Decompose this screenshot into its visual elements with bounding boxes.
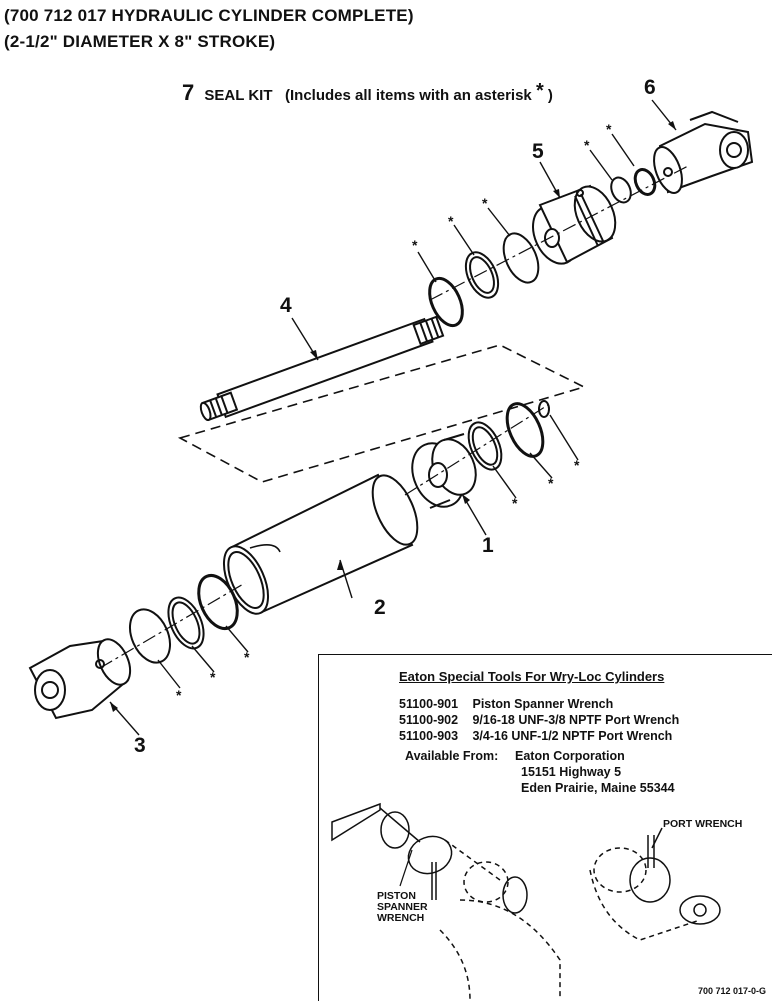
title-line-2: (2-1/2" DIAMETER X 8" STROKE)	[4, 32, 276, 51]
supplier-street: 15151 Highway 5	[521, 765, 622, 779]
seal-kit-asterisk-mark: *	[512, 495, 518, 511]
seal-kit-asterisk-mark: *	[448, 213, 454, 229]
base-clevis	[28, 638, 132, 720]
supplier-city: Eden Prairie, Maine 55344	[521, 781, 675, 795]
seal-ring	[464, 251, 500, 299]
rod-clevis	[653, 110, 754, 194]
tool-line: 51100-901 Piston Spanner Wrench	[399, 697, 613, 711]
seal-ring	[469, 256, 495, 294]
callout-3-base-clevis: 3	[134, 734, 146, 757]
seal-kit-title: SEAL KIT	[204, 87, 273, 104]
tool-line: 51100-903 3/4-16 UNF-1/2 NPTF Port Wrenc…	[399, 729, 672, 743]
seal-kit-asterisk-mark: *	[606, 121, 612, 137]
seal-ring	[197, 574, 239, 630]
callout-4-piston-rod: 4	[280, 294, 292, 317]
seal-kit-asterisk-mark: *	[210, 669, 216, 685]
special-tools-box: Eaton Special Tools For Wry-Loc Cylinder…	[318, 654, 772, 1001]
tool-part-number: 51100-902	[399, 713, 459, 727]
assembly-dash-outline	[177, 344, 587, 483]
special-tools-title: Eaton Special Tools For Wry-Loc Cylinder…	[399, 669, 665, 684]
seal-ring	[505, 402, 545, 458]
spanner-label-line: PISTON	[377, 890, 416, 902]
seal-kit-asterisk-mark: *	[176, 687, 182, 703]
seal-ring	[502, 232, 540, 284]
available-from-label: Available From:	[405, 749, 499, 763]
seal-ring	[167, 596, 205, 650]
callout-5-gland: 5	[532, 140, 544, 163]
port-wrench-label: PORT WRENCH	[663, 818, 743, 830]
seal-kit-number: 7	[182, 80, 195, 105]
seal-ring	[538, 400, 550, 418]
seal-kit-asterisk-mark: *	[412, 237, 418, 253]
port-wrench-illustration	[589, 827, 721, 941]
piston-rod	[199, 315, 445, 422]
callout-1-piston: 1	[482, 534, 494, 557]
callout-2-cylinder-tube: 2	[374, 596, 386, 619]
tool-line: 51100-902 9/16-18 UNF-3/8 NPTF Port Wren…	[399, 713, 679, 727]
seal-kit-label: 7 SEAL KIT (Includes all items with an a…	[182, 80, 553, 106]
spanner-label: PISTON SPANNER WRENCH	[377, 890, 428, 925]
seal-kit-asterisk-mark: *	[574, 457, 580, 473]
title-line-1: (700 712 017 HYDRAULIC CYLINDER COMPLETE…	[4, 6, 414, 25]
callout-6-rod-clevis: 6	[644, 76, 656, 99]
seal-ring	[428, 276, 464, 328]
seal-ring	[610, 176, 632, 204]
tool-description: Piston Spanner Wrench	[472, 697, 614, 711]
tool-part-number: 51100-903	[399, 729, 459, 743]
supplier-name: Eaton Corporation	[515, 749, 625, 763]
piston	[411, 433, 477, 509]
seal-ring	[171, 601, 201, 645]
seal-kit-asterisk-mark: *	[584, 137, 590, 153]
seal-kit-note-end: )	[547, 87, 553, 104]
tool-description: 3/4-16 UNF-1/2 NPTF Port Wrench	[472, 729, 673, 743]
spanner-wrench-illustration	[331, 802, 561, 1000]
tool-part-number: 51100-901	[399, 697, 459, 711]
seal-kit-asterisk: *	[535, 80, 544, 102]
seal-kit-note: (Includes all items with an asterisk	[285, 87, 532, 104]
document-number: 700 712 017-0-G	[697, 986, 766, 996]
spanner-label-line: SPANNER	[377, 901, 428, 914]
seal-kit-asterisk-mark: *	[244, 649, 250, 665]
seal-kit-asterisk-mark: *	[482, 195, 488, 211]
tool-description: 9/16-18 UNF-3/8 NPTF Port Wrench	[472, 713, 680, 727]
seal-ring	[128, 608, 172, 664]
cylinder-tube	[222, 473, 419, 615]
seal-ring	[633, 168, 657, 196]
seal-kit-asterisk-mark: *	[548, 475, 554, 491]
spanner-label-line: WRENCH	[377, 912, 425, 925]
